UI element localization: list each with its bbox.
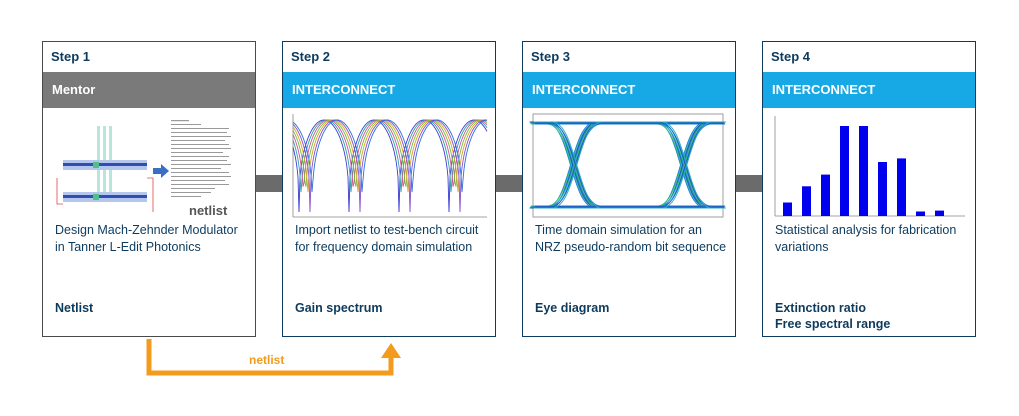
step-4-card: Step 4 INTERCONNECT Statistical analysis…: [762, 41, 976, 337]
spectrum-trace: [292, 119, 488, 193]
output-line-free-spectral-range: Free spectral range: [775, 317, 891, 331]
step-title: Step 2: [291, 49, 331, 64]
histogram-bar: [897, 158, 906, 216]
step-title: Step 1: [51, 49, 91, 64]
step-output: Gain spectrum: [295, 301, 383, 315]
netlist-text-lines: [171, 120, 231, 197]
histogram-bar: [916, 211, 925, 216]
histogram-bar: [821, 174, 830, 216]
histogram-bar: [840, 126, 849, 216]
step-1-card: Step 1 Mentor: [42, 41, 256, 337]
histogram-plot: [774, 116, 965, 217]
netlist-arrow-label: netlist: [249, 353, 285, 367]
spectrum-trace: [292, 119, 488, 187]
step-description: Statistical analysis for fabrication var…: [775, 223, 957, 254]
histogram-bar: [859, 126, 868, 216]
step-3-card: Step 3 INTERCONNECT Time domain simulati…: [522, 41, 736, 337]
tool-bar-interconnect: INTERCONNECT: [763, 72, 975, 108]
histogram-bar: [783, 202, 792, 216]
histogram-bar: [935, 210, 944, 216]
step-title: Step 3: [531, 49, 571, 64]
eye-diagram-plot: [529, 113, 726, 218]
tool-bar-interconnect: INTERCONNECT: [283, 72, 495, 108]
step-description: Design Mach-Zehnder Modulator in Tanner …: [55, 223, 238, 254]
mzm-layout-illustration: netlist: [56, 120, 231, 218]
spectrum-trace: [292, 119, 488, 193]
connector-3-4: [736, 175, 765, 192]
connector-1-2: [256, 175, 285, 192]
step-description: Import netlist to test-bench circuit for…: [295, 223, 479, 254]
step-output: Eye diagram: [535, 301, 610, 315]
histogram-bar: [802, 186, 811, 216]
step-description: Time domain simulation for an NRZ pseudo…: [535, 223, 727, 254]
output-line-extinction-ratio: Extinction ratio: [775, 301, 866, 315]
netlist-image-label: netlist: [189, 203, 228, 218]
spectrum-trace: [292, 119, 488, 213]
gain-spectrum-plot: [292, 114, 488, 218]
step-2-card: Step 2 INTERCONNECT Import netlist to te…: [282, 41, 496, 337]
step-output: Netlist: [55, 301, 94, 315]
tool-bar-interconnect: INTERCONNECT: [523, 72, 735, 108]
histogram-bar: [878, 162, 887, 216]
step-title: Step 4: [771, 49, 811, 64]
tool-bar-mentor: Mentor: [43, 72, 255, 108]
connector-2-3: [496, 175, 525, 192]
step-output: Extinction ratio Free spectral range: [775, 300, 967, 332]
